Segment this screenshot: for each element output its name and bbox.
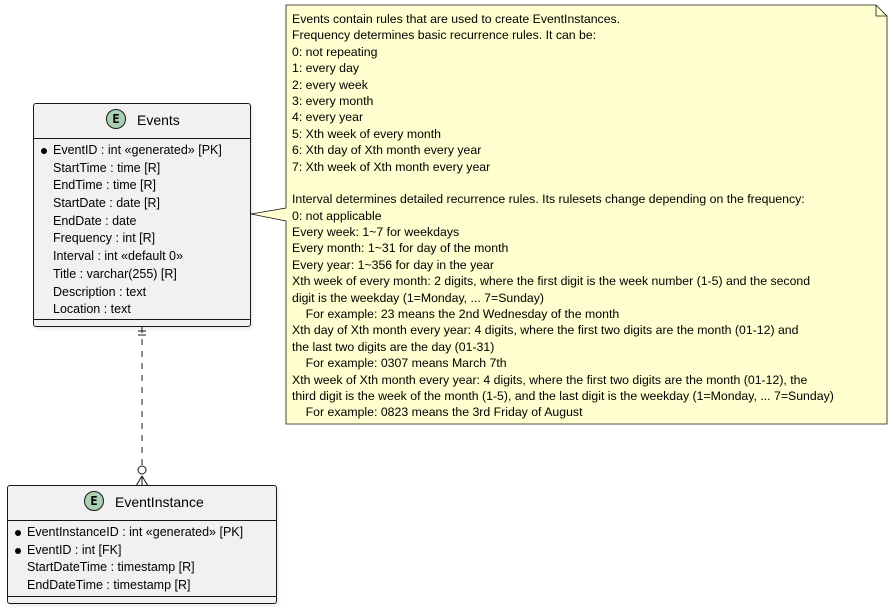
note-line: Events contain rules that are used to cr… <box>292 12 621 26</box>
entity-eventinstance[interactable]: E EventInstance EventInstanceID : int «g… <box>7 485 277 604</box>
field-row: StartDateTime : timestamp [R] <box>8 559 276 577</box>
field-text: Location : text <box>53 302 131 317</box>
note-line: Xth day of Xth month every year: 4 digit… <box>292 323 799 338</box>
field-row: Description : text <box>34 284 250 302</box>
field-row: StartTime : time [R] <box>34 160 250 178</box>
note-line: Every month: 1~31 for day of the month <box>292 241 509 256</box>
note-line: Interval determines detailed recurrence … <box>292 192 805 207</box>
field-row: StartDate : date [R] <box>34 195 250 213</box>
field-text: Title : varchar(255) [R] <box>53 266 177 281</box>
note-line: 2: every week <box>292 77 368 92</box>
note-line: Every week: 1~7 for weekdays <box>292 225 460 240</box>
field-row: EndDate : date <box>34 213 250 231</box>
note-line: For example: 0307 means March 7th <box>292 356 507 371</box>
key-field-row: EventID : int «generated» [PK] <box>34 142 250 160</box>
field-text: StartTime : time [R] <box>53 160 161 175</box>
field-list: EventInstanceID : int «generated» [PK] E… <box>8 524 276 595</box>
note-line: Xth week of every month: 2 digits, where… <box>292 274 811 289</box>
entity-name: EventInstance <box>115 494 204 510</box>
note-line: 6: Xth day of Xth month every year <box>292 143 482 158</box>
note-line: 0: not applicable <box>292 208 382 223</box>
key-field-row: EventInstanceID : int «generated» [PK] <box>8 524 276 542</box>
note-line: 7: Xth week of Xth month every year <box>292 159 491 174</box>
note-line: 4: every year <box>292 110 364 125</box>
field-row: Interval : int «default 0» <box>34 248 250 266</box>
note-line: 5: Xth week of every month <box>292 126 442 141</box>
note-line: the last two digits are the day (01-31) <box>292 339 495 354</box>
note-line: For example: 23 means the 2nd Wednesday … <box>292 307 620 322</box>
field-row: Title : varchar(255) [R] <box>34 266 250 284</box>
note-line: digit is the weekday (1=Monday, ... 7=Su… <box>292 290 545 305</box>
entity-badge-icon: E <box>84 491 104 511</box>
field-row: Frequency : int [R] <box>34 230 250 248</box>
key-field-row: EventID : int [FK] <box>8 542 276 560</box>
note-line: 1: every day <box>292 61 359 76</box>
field-text: EndTime : time [R] <box>53 178 157 193</box>
field-list: EventID : int «generated» [PK] StartTime… <box>34 142 250 319</box>
note-line: Xth week of Xth month every year: 4 digi… <box>292 372 808 387</box>
note-line: third digit is the week of the month (1-… <box>292 388 834 403</box>
field-text: EndDateTime : timestamp [R] <box>27 578 191 593</box>
note-line: Frequency determines basic recurrence ru… <box>292 28 597 43</box>
field-text: EventID : int «generated» [PK] <box>53 143 222 157</box>
entity-events[interactable]: E Events EventID : int «generated» [PK] … <box>33 103 251 327</box>
entity-divider <box>8 596 276 597</box>
entity-name: Events <box>137 112 180 128</box>
field-text: Frequency : int [R] <box>53 231 156 246</box>
field-text: StartDateTime : timestamp [R] <box>27 560 195 575</box>
field-text: EventInstanceID : int «generated» [PK] <box>27 525 244 539</box>
note-line <box>292 175 887 191</box>
field-row: EndTime : time [R] <box>34 177 250 195</box>
field-text: Description : text <box>53 284 147 299</box>
entity-divider <box>34 319 250 320</box>
entity-divider <box>8 520 276 521</box>
note-line: 0: not repeating <box>292 44 378 59</box>
key-field-bullet-icon <box>15 530 21 536</box>
key-field-bullet-icon <box>41 148 47 154</box>
zero-marker-circle <box>137 465 147 475</box>
entity-header: E EventInstance <box>8 486 276 522</box>
note-line: Every year: 1~356 for day in the year <box>292 257 494 272</box>
field-text: Interval : int «default 0» <box>53 249 183 264</box>
field-text: EndDate : date <box>53 213 137 228</box>
field-text: StartDate : date [R] <box>53 196 160 211</box>
note: Events contain rules that are used to cr… <box>286 5 887 424</box>
field-row: Location : text <box>34 301 250 319</box>
field-text: EventID : int [FK] <box>27 542 122 557</box>
note-line: For example: 0823 means the 3rd Friday o… <box>292 405 583 420</box>
entity-badge-icon: E <box>106 109 126 129</box>
entity-divider <box>34 138 250 139</box>
entity-header: E Events <box>34 104 250 140</box>
field-row: EndDateTime : timestamp [R] <box>8 577 276 595</box>
key-field-bullet-icon <box>15 547 21 554</box>
note-line: 3: every month <box>292 93 374 108</box>
